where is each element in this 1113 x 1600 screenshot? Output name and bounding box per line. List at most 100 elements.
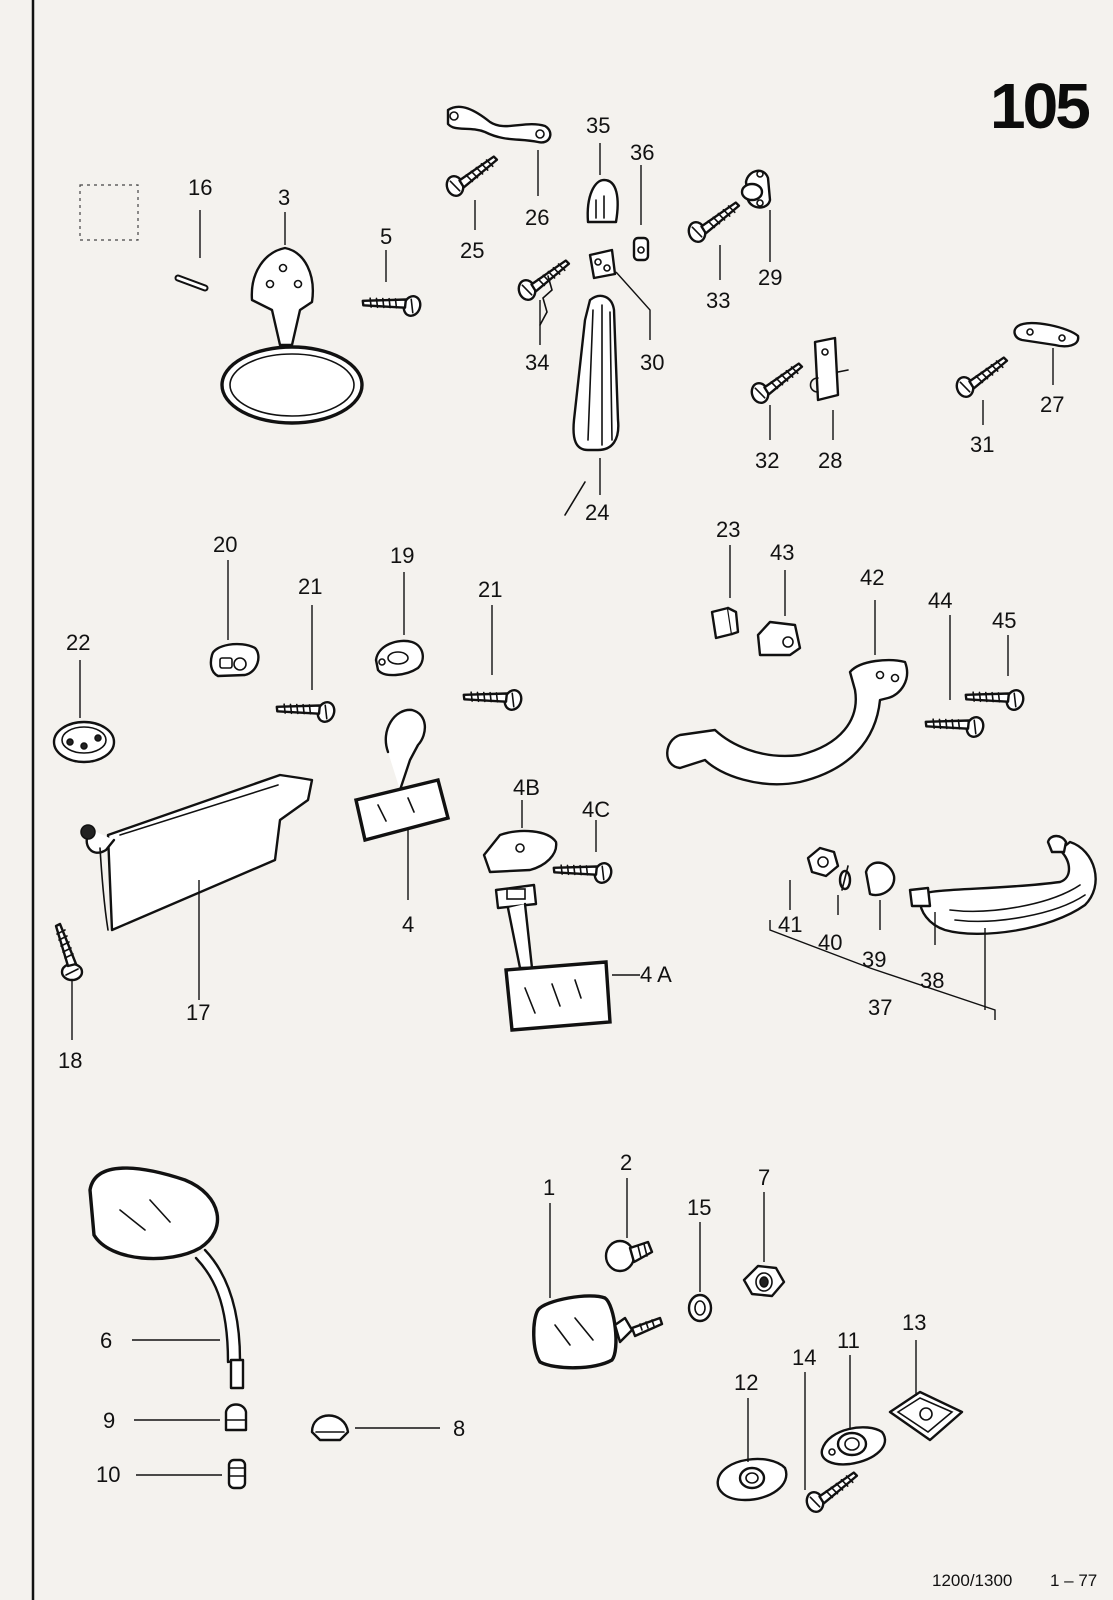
- part-27-catch: [1013, 321, 1080, 348]
- part-32-screw: [746, 361, 810, 407]
- part-15-washer: [687, 1293, 713, 1323]
- label-2: 2: [620, 1150, 632, 1175]
- label-17: 17: [186, 1000, 210, 1025]
- label-18: 18: [58, 1048, 82, 1073]
- label-29: 29: [758, 265, 782, 290]
- label-11: 11: [837, 1328, 860, 1353]
- part-21-screw-right: [461, 672, 526, 719]
- part-43-bracket: [756, 620, 802, 657]
- part-31-screw: [951, 355, 1015, 401]
- label-23: 23: [716, 517, 740, 542]
- page-number: 105: [990, 70, 1089, 142]
- part-33-screw: [683, 200, 747, 246]
- part-40-washer: [838, 865, 852, 891]
- label-21-left: 21: [298, 574, 322, 599]
- label-32: 32: [755, 448, 779, 473]
- part-38-grip-handle: [908, 834, 1097, 935]
- part-35-knob: [586, 178, 619, 224]
- label-3: 3: [278, 185, 290, 210]
- part-17-sun-visor: [80, 773, 314, 932]
- label-35: 35: [586, 113, 610, 138]
- part-23-clip: [710, 606, 740, 640]
- label-30: 30: [640, 350, 664, 375]
- label-28: 28: [818, 448, 842, 473]
- label-41: 41: [778, 912, 802, 937]
- part-9-nut: [224, 1403, 248, 1432]
- label-15: 15: [687, 1195, 711, 1220]
- label-39: 39: [862, 947, 886, 972]
- part-8-cap-nut: [310, 1414, 350, 1442]
- part-41-nut: [806, 846, 840, 878]
- label-42: 42: [860, 565, 884, 590]
- part-24-handle: [572, 294, 620, 452]
- part-26-strap: [446, 105, 552, 144]
- part-20-clip: [209, 642, 260, 678]
- label-8: 8: [453, 1416, 465, 1441]
- part-39-cap: [864, 861, 896, 897]
- label-31: 31: [970, 432, 994, 457]
- part-44-screw: [923, 699, 988, 746]
- part-12-grommet: [716, 1457, 788, 1502]
- label-7: 7: [758, 1165, 770, 1190]
- label-16: 16: [188, 175, 212, 200]
- label-27: 27: [1040, 392, 1064, 417]
- label-22: 22: [66, 630, 90, 655]
- part-19-bracket: [374, 639, 424, 677]
- part-6-exterior-mirror: [88, 1166, 245, 1390]
- label-6: 6: [100, 1328, 112, 1353]
- label-9: 9: [103, 1408, 115, 1433]
- part-18-screw: [54, 922, 84, 982]
- part-42-grab-handle: [666, 658, 909, 786]
- label-4b: 4B: [513, 775, 540, 800]
- label-4a: 4 A: [640, 962, 672, 987]
- part-21-screw-left: [274, 684, 339, 731]
- label-24: 24: [585, 500, 609, 525]
- part-1-side-mirror: [532, 1294, 664, 1370]
- part-13-gasket: [888, 1390, 964, 1442]
- label-20: 20: [213, 532, 237, 557]
- part-7-nut: [742, 1264, 786, 1298]
- label-14: 14: [792, 1345, 816, 1370]
- label-21-right: 21: [478, 577, 502, 602]
- dashed-outline-mark: [79, 184, 139, 241]
- part-5-screw: [360, 278, 425, 325]
- part-16-pin: [174, 274, 209, 292]
- label-45: 45: [992, 608, 1016, 633]
- part-4-interior-mirror: [353, 708, 451, 843]
- label-1: 1: [543, 1175, 555, 1200]
- part-36-clip: [632, 236, 650, 262]
- label-4: 4: [402, 912, 414, 937]
- part-22-grommet: [52, 720, 116, 764]
- part-10-stud: [227, 1458, 247, 1490]
- label-4c: 4C: [582, 797, 610, 822]
- part-4b-mount: [482, 829, 558, 874]
- part-4a-mirror: [494, 883, 612, 1032]
- label-36: 36: [630, 140, 654, 165]
- part-29-hook: [740, 169, 772, 209]
- label-26: 26: [525, 205, 549, 230]
- label-25: 25: [460, 238, 484, 263]
- part-25-screw: [441, 154, 505, 200]
- label-43: 43: [770, 540, 794, 565]
- footer-model: 1200/1300: [932, 1571, 1012, 1590]
- part-28-bracket: [809, 336, 849, 402]
- label-44: 44: [928, 588, 952, 613]
- label-10: 10: [96, 1462, 120, 1487]
- label-5: 5: [380, 224, 392, 249]
- label-13: 13: [902, 1310, 926, 1335]
- part-11-mount: [820, 1426, 887, 1466]
- label-37: 37: [868, 995, 892, 1020]
- footer-date: 1 – 77: [1050, 1571, 1097, 1590]
- label-40: 40: [818, 930, 842, 955]
- part-45-screw: [963, 672, 1028, 719]
- part-30-bracket: [588, 248, 617, 280]
- label-33: 33: [706, 288, 730, 313]
- part-3-interior-mirror: [220, 246, 364, 425]
- part-2-plug: [604, 1239, 654, 1273]
- label-12: 12: [734, 1370, 758, 1395]
- part-4c-screw: [551, 845, 616, 892]
- label-34: 34: [525, 350, 549, 375]
- label-19: 19: [390, 543, 414, 568]
- part-14-screw: [801, 1470, 865, 1516]
